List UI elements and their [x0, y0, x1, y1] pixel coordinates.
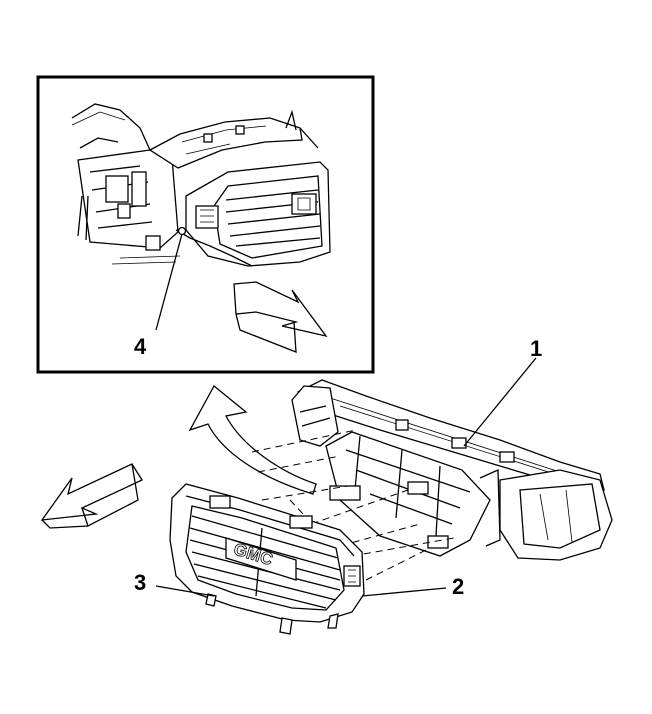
leader-line-1 — [463, 357, 537, 447]
leader-lines — [155, 357, 537, 597]
detail-inset — [36, 75, 375, 374]
grille-assembly: GMC — [169, 483, 365, 635]
curved-arrow-icon — [188, 385, 317, 495]
alignment-lines — [251, 429, 455, 581]
callout-2: 2 — [452, 574, 464, 599]
radiator-support-assembly — [291, 379, 613, 561]
leader-line-2 — [361, 587, 447, 597]
direction-arrow-icon — [233, 281, 328, 338]
front-direction-arrow — [40, 463, 143, 529]
callout-4: 4 — [134, 334, 147, 359]
leader-line-3 — [155, 585, 215, 597]
callout-3: 3 — [134, 570, 146, 595]
callout-1: 1 — [530, 336, 542, 361]
